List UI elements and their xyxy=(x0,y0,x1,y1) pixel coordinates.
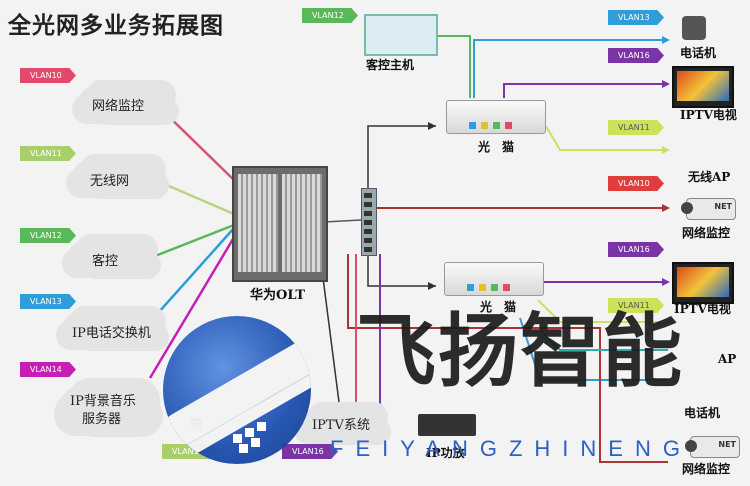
wire-guest-olt xyxy=(149,223,235,260)
wire-switch-modem-bottom xyxy=(367,254,436,287)
wire-music-olt xyxy=(148,233,238,379)
cloud-label-iptv-system: IPTV系统 xyxy=(312,418,370,433)
vlan-tag-monitor-mid: VLAN10 xyxy=(608,176,664,191)
wire-monitor-bottom xyxy=(347,254,668,463)
vlan-tag-monitor: VLAN10 xyxy=(20,68,76,83)
cloud-label-ip-music-2: 服务器 xyxy=(82,412,122,427)
wire-iptv-top xyxy=(503,83,668,98)
monitor-mid-label: 网络监控 xyxy=(682,226,731,240)
brand-pinyin: FEIYANGZHINENG xyxy=(330,436,692,461)
cloud-network-monitor xyxy=(78,86,172,120)
olt-label: 华为OLT xyxy=(250,288,306,303)
cloud-ip-phone-switch xyxy=(62,312,162,346)
ap-bottom-label: AP xyxy=(718,352,737,366)
cloud-label-ip-music-1: IP背景音乐 xyxy=(70,394,136,409)
brand-watermark: 飞扬智能 xyxy=(356,305,684,398)
vlan-tag-ap-top: VLAN11 xyxy=(608,120,664,135)
camera-icon-mid: NET xyxy=(681,198,736,220)
player-device xyxy=(418,414,476,436)
wire-ap-top xyxy=(545,125,668,151)
vlan-tag-iptv-top: VLAN16 xyxy=(608,48,664,63)
tv-icon-top xyxy=(672,66,734,108)
cloud-iptv-system xyxy=(300,408,384,440)
vlan-tag-guest: VLAN12 xyxy=(20,228,76,243)
wire-host xyxy=(434,35,471,98)
player-label: IP功放 xyxy=(426,446,465,460)
cloud-ip-music-server xyxy=(60,384,156,432)
wire-phone-olt xyxy=(149,227,235,323)
vlan-tag-wireless: VLAN11 xyxy=(20,146,76,161)
modem-top xyxy=(446,100,546,134)
guest-control-host xyxy=(364,14,438,56)
vlan-tag-music: VLAN14 xyxy=(20,362,76,377)
cloud-label-guest-control: 客控 xyxy=(92,254,119,269)
olt-device xyxy=(232,166,328,282)
cloud-wireless xyxy=(72,160,162,194)
modem-bottom-label: 光 猫 xyxy=(480,300,517,314)
wire-olt-switch xyxy=(323,219,362,223)
wire-switch-modem-top xyxy=(367,125,436,188)
iptv-bottom-label: IPTV电视 xyxy=(674,302,731,316)
splitter-switch xyxy=(361,188,377,256)
wire-wireless-olt xyxy=(154,178,235,216)
modem-top-label: 光 猫 xyxy=(478,140,515,154)
vlan-tag-host: VLAN12 xyxy=(302,8,358,23)
vlan-tag-iptv-bottom: VLAN16 xyxy=(608,242,664,257)
tv-icon-bottom xyxy=(672,262,734,304)
monitor-bottom-label: 网络监控 xyxy=(682,462,731,476)
cloud-label-wireless: 无线网 xyxy=(90,174,130,189)
host-label: 客控主机 xyxy=(366,58,415,72)
brand-logo xyxy=(163,316,311,464)
vlan-tag-ap-bottom: VLAN11 xyxy=(608,298,664,313)
ap-top-label: 无线AP xyxy=(688,170,731,184)
camera-badge-mid: NET xyxy=(714,202,732,211)
wire-phone-bottom xyxy=(519,317,668,381)
cloud-label-ip-phone-switch: IP电话交换机 xyxy=(72,326,151,341)
wire-phone-top xyxy=(473,39,668,98)
wire-iptv-olt xyxy=(321,269,341,411)
page-title: 全光网多业务拓展图 xyxy=(8,13,224,39)
vlan-tag-phone-top: VLAN13 xyxy=(608,10,664,25)
cloud-label-network-monitor: 网络监控 xyxy=(92,99,145,114)
wire-ap-bottom xyxy=(537,299,668,323)
wire-bottom-teal xyxy=(539,329,668,351)
wire-monitor-olt xyxy=(159,107,237,183)
iptv-top-label: IPTV电视 xyxy=(680,108,737,122)
phone-top-label: 电话机 xyxy=(680,46,717,60)
camera-badge-bottom: NET xyxy=(718,440,736,449)
vlan-tag-iptv-system: VLAN16 xyxy=(282,444,338,459)
phone-icon-top xyxy=(682,16,706,40)
cloud-guest-control xyxy=(68,240,154,274)
camera-icon-bottom: NET xyxy=(685,436,740,458)
modem-bottom xyxy=(444,262,544,296)
vlan-tag-phone-switch: VLAN13 xyxy=(20,294,76,309)
phone-bottom-label: 电话机 xyxy=(684,406,721,420)
